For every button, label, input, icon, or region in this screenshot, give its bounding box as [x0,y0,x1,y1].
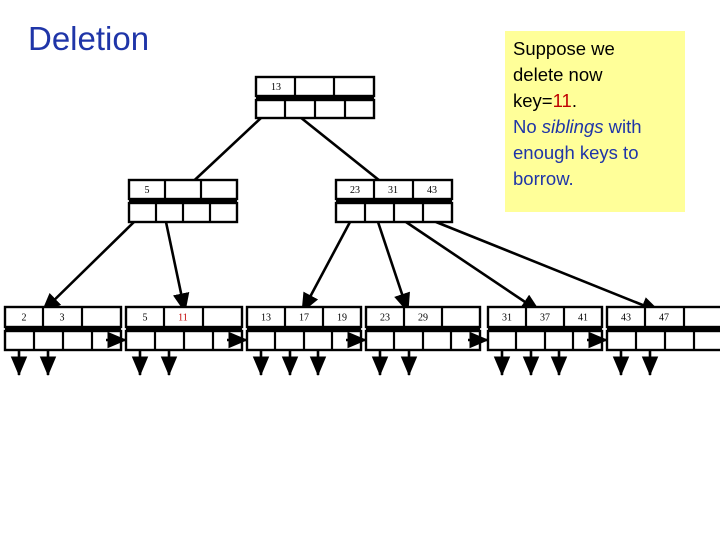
callout-line-5: enough keys to [513,142,639,163]
leaf-6-key-1: 47 [659,312,669,323]
internal-node-left[interactable]: 5 [127,178,239,224]
internal-left-key-0: 5 [145,185,150,196]
edge-left-internal-to-leaf-2-3 [41,205,151,313]
callout-line-2: delete now [513,64,603,85]
callout-line4-b: with [603,116,642,137]
leaf-5-key-0: 31 [502,312,512,323]
edge-right-internal-to-leaf-43-47 [417,209,661,314]
leaf-5-key-1: 37 [540,312,550,323]
callout-line-6: borrow. [513,168,574,189]
callout-line-4: No siblings with [513,114,679,140]
leaf-3-key-0: 13 [261,312,271,323]
callout-key-value: 11 [552,90,572,111]
leaf-13-17-19[interactable]: 13 17 19 [227,305,363,377]
internal-node-right[interactable]: 23 31 43 [334,178,454,224]
leaf-5-11[interactable]: 5 11 [106,305,244,377]
leaf-4-key-0: 23 [380,312,390,323]
leaf-2-key-0: 5 [143,312,148,323]
leaf-3-key-1: 17 [299,312,309,323]
leaf-2-key-1: 11 [178,312,188,323]
internal-right-key-2: 43 [427,185,437,196]
leaf-5-key-2: 41 [578,312,588,323]
callout-key-suffix: . [571,90,577,111]
leaf-1-key-0: 2 [22,312,27,323]
edge-right-internal-to-leaf-13-17-19 [300,203,365,313]
leaf-31-37-41[interactable]: 31 37 41 [468,305,604,377]
edge-left-internal-to-leaf-5-11 [155,204,190,314]
leaf-1-key-1: 3 [60,312,65,323]
callout-line-1: Suppose we [513,38,615,59]
leaf-2-3[interactable]: 2 3 [3,305,123,377]
edge-right-internal-to-leaf-23-29 [365,203,410,313]
callout-siblings-emphasis: siblings [541,116,604,137]
root-node[interactable]: 13 [254,75,376,120]
internal-right-key-0: 23 [350,185,360,196]
root-key-0: 13 [271,82,281,93]
leaf-43-47[interactable]: 43 47 [587,305,720,377]
page-title: Deletion [28,20,150,57]
callout-line-3: key=11. [513,88,679,114]
leaf-23-29[interactable]: 23 29 [346,305,482,377]
internal-right-key-1: 31 [388,185,398,196]
annotation-callout: Suppose we delete now key=11. No sibling… [505,31,685,212]
leaf-6-key-0: 43 [621,312,631,323]
leaf-4-key-1: 29 [418,312,428,323]
leaf-3-key-2: 19 [337,312,347,323]
callout-line4-a: No [513,116,542,137]
callout-key-prefix: key= [513,90,553,111]
